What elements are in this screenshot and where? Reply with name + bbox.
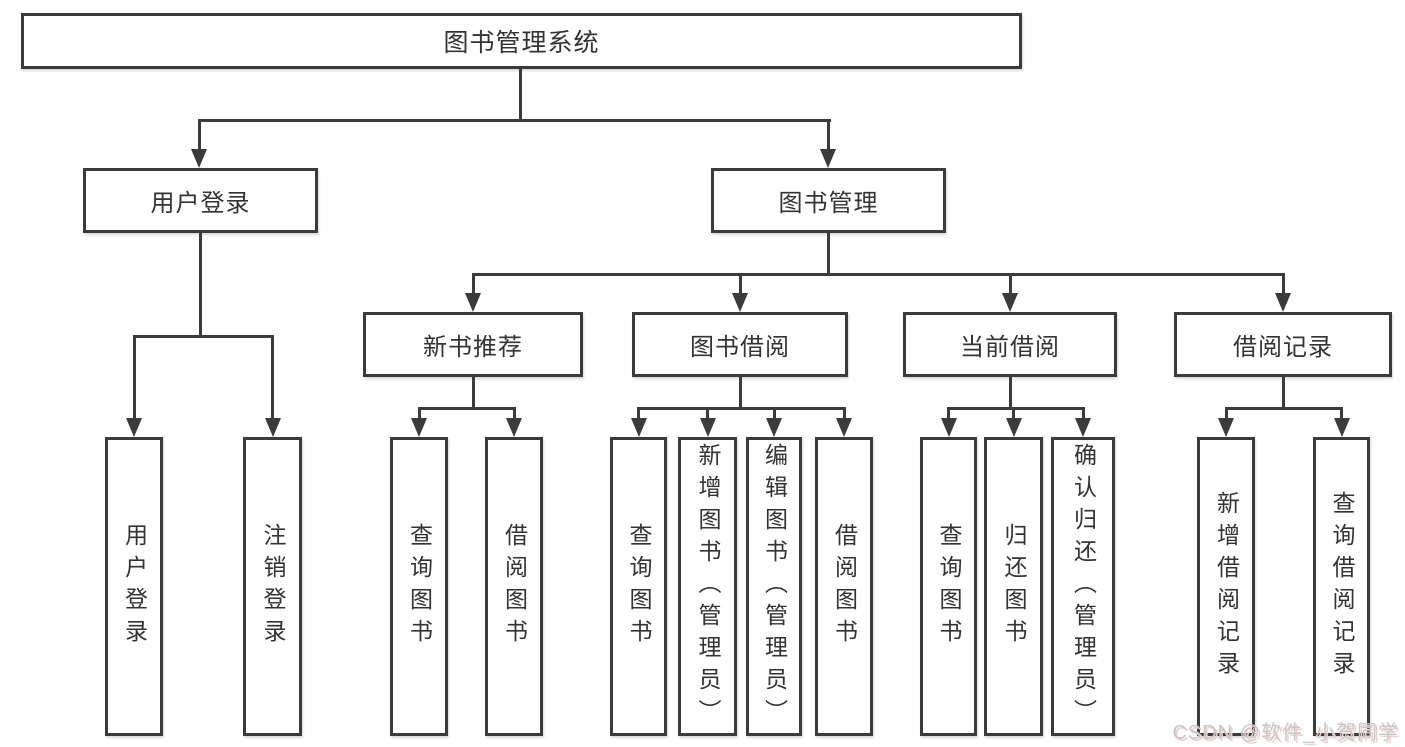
- node-leaf-user-login-label: 用户登录: [121, 522, 148, 651]
- node-leaf-confirm-return-admin: 确认归还（管理员）: [1051, 437, 1115, 736]
- node-leaf-query-borrow-record-label: 查询借阅记录: [1329, 490, 1355, 683]
- connector-line: [1008, 377, 1012, 409]
- node-leaf-borrow-books-2-label: 借阅图书: [831, 522, 858, 651]
- node-leaf-borrow-books-1: 借阅图书: [485, 437, 543, 736]
- arrowhead: [766, 418, 782, 437]
- node-book-borrowing: 图书借阅: [632, 312, 848, 377]
- connector-line: [637, 407, 640, 420]
- node-leaf-return-book-label: 归还图书: [1001, 522, 1027, 651]
- connector-line: [132, 335, 274, 338]
- node-leaf-return-book: 归还图书: [984, 437, 1043, 736]
- arrowhead: [465, 293, 481, 312]
- node-book-management: 图书管理: [711, 168, 946, 233]
- arrowhead: [1005, 418, 1022, 437]
- node-leaf-confirm-return-admin-label: 确认归还（管理员）: [1070, 442, 1097, 731]
- connector-line: [947, 407, 1085, 410]
- connector-line: [471, 377, 475, 409]
- connector-line: [271, 335, 274, 419]
- arrowhead: [1002, 293, 1018, 312]
- connector-line: [512, 407, 516, 420]
- node-leaf-edit-book-admin: 编辑图书（管理员）: [746, 437, 802, 736]
- connector-line: [738, 273, 742, 295]
- connector-line: [198, 233, 202, 335]
- connector-line: [471, 273, 475, 295]
- node-user-login: 用户登录: [83, 168, 318, 233]
- node-leaf-add-borrow-record: 新增借阅记录: [1197, 437, 1255, 736]
- node-new-book-recommendation-label: 新书推荐: [423, 334, 523, 361]
- arrowhead: [820, 149, 836, 168]
- node-current-borrowing-label: 当前借阅: [960, 334, 1060, 361]
- node-user-login-label: 用户登录: [150, 190, 251, 217]
- arrowhead: [191, 149, 207, 168]
- connector-line: [417, 407, 421, 420]
- connector-line: [706, 407, 709, 420]
- connector-line: [1224, 407, 1228, 420]
- node-book-management-label: 图书管理: [778, 190, 879, 217]
- arrowhead: [836, 418, 852, 437]
- connector-line: [132, 335, 136, 419]
- connector-line: [1012, 407, 1015, 420]
- node-leaf-query-books-2-label: 查询图书: [626, 522, 652, 651]
- connector-line: [637, 407, 846, 410]
- arrowhead: [1333, 418, 1350, 437]
- arrowhead: [940, 418, 957, 437]
- node-leaf-edit-book-admin-label: 编辑图书（管理员）: [761, 442, 788, 731]
- arrowhead: [699, 418, 716, 437]
- node-leaf-borrow-books-1-label: 借阅图书: [501, 522, 528, 651]
- node-leaf-logout: 注销登录: [243, 437, 302, 736]
- connector-line: [842, 407, 846, 420]
- connector-line: [519, 69, 522, 121]
- connector-line: [417, 407, 516, 410]
- node-leaf-logout-label: 注销登录: [260, 522, 286, 651]
- node-leaf-add-borrow-record-label: 新增借阅记录: [1213, 490, 1240, 683]
- connector-line: [772, 407, 776, 420]
- node-book-borrowing-label: 图书借阅: [690, 334, 790, 361]
- node-leaf-query-books-3-label: 查询图书: [936, 522, 962, 651]
- node-leaf-add-book-admin: 新增图书（管理员）: [678, 437, 737, 736]
- node-root: 图书管理系统: [21, 13, 1022, 69]
- node-borrowing-records: 借阅记录: [1174, 312, 1392, 377]
- node-borrowing-records-label: 借阅记录: [1233, 334, 1333, 361]
- node-current-borrowing: 当前借阅: [903, 312, 1117, 377]
- arrowhead: [1075, 418, 1091, 437]
- connector-line: [947, 407, 950, 420]
- connector-line: [1281, 273, 1285, 295]
- arrowhead: [1218, 418, 1234, 437]
- node-leaf-query-books-1-label: 查询图书: [406, 522, 433, 651]
- connector-line: [471, 273, 1285, 276]
- connector-line: [1281, 377, 1285, 409]
- node-leaf-query-books-2: 查询图书: [610, 437, 667, 736]
- arrowhead: [732, 293, 748, 312]
- connector-line: [1081, 407, 1085, 420]
- connector-line: [1340, 407, 1343, 420]
- connector-line: [198, 119, 831, 122]
- arrowhead: [264, 418, 281, 437]
- node-leaf-borrow-books-2: 借阅图书: [815, 437, 873, 736]
- node-new-book-recommendation: 新书推荐: [363, 312, 583, 377]
- arrowhead: [411, 418, 427, 437]
- node-root-label: 图书管理系统: [443, 29, 600, 57]
- connector-line: [1224, 407, 1343, 410]
- arrowhead: [630, 418, 647, 437]
- connector-line: [826, 233, 830, 275]
- connector-line: [197, 119, 201, 151]
- connector-line: [1008, 273, 1012, 295]
- watermark: CSDN @软件_小贺同学: [1172, 722, 1399, 744]
- connector-line: [738, 377, 742, 409]
- node-leaf-query-books-1: 查询图书: [390, 437, 448, 736]
- node-leaf-add-book-admin-label: 新增图书（管理员）: [695, 442, 721, 731]
- node-leaf-user-login: 用户登录: [105, 437, 163, 736]
- connector-line: [826, 119, 830, 151]
- arrowhead: [1275, 293, 1291, 312]
- node-leaf-query-borrow-record: 查询借阅记录: [1313, 437, 1370, 736]
- arrowhead: [126, 418, 142, 437]
- node-leaf-query-books-3: 查询图书: [920, 437, 977, 736]
- arrowhead: [506, 418, 522, 437]
